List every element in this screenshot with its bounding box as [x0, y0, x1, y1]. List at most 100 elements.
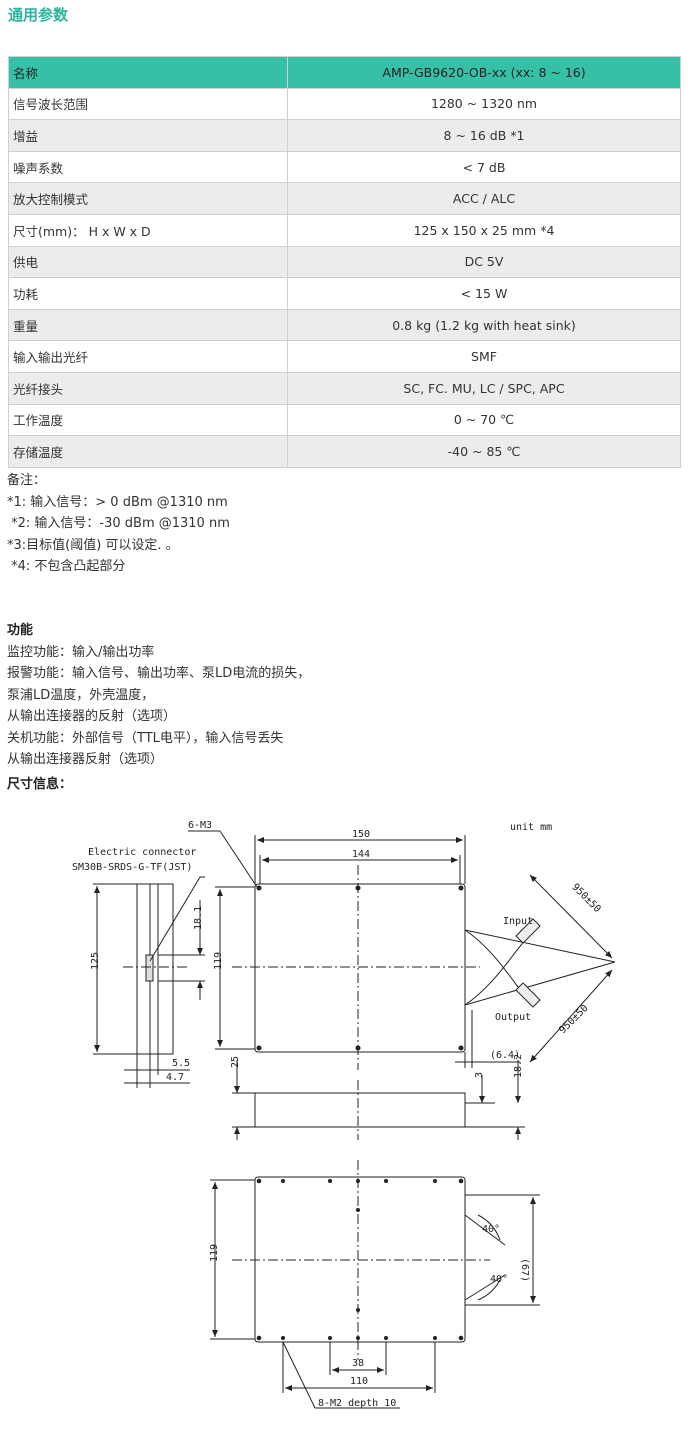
dim-text-fiber-1: 950±50 [569, 882, 602, 915]
dim-text-119-b: 119 [209, 1244, 220, 1262]
spec-label: 存储温度 [8, 435, 288, 468]
fiber-curve [464, 936, 529, 1006]
hole [458, 1335, 464, 1341]
note-line: *1: 输入信号：> 0 dBm @1310 nm [7, 494, 228, 510]
spec-label: 尺寸(mm)： H x W x D [8, 213, 288, 247]
hole [356, 1179, 360, 1183]
dim-line-fiber-1 [529, 874, 613, 959]
dim-text-40b: 40° [490, 1274, 508, 1285]
spec-value: DC 5V [287, 245, 681, 279]
spec-label: 增益 [8, 119, 288, 152]
function-line: 关机功能：外部信号（TTL电平），输入信号丢失 [7, 730, 284, 746]
spec-value: ACC / ALC [287, 182, 681, 215]
spec-value: 0.8 kg (1.2 kg with heat sink) [287, 308, 681, 342]
fiber-output [464, 961, 616, 1006]
hole [256, 1178, 262, 1184]
spec-label: 名称 [8, 56, 288, 89]
dim-text-144: 144 [352, 849, 370, 860]
dim-text-6-4: (6.4) [490, 1050, 520, 1061]
side-view-outline [136, 883, 174, 1055]
notes-block: 备注： *1: 输入信号：> 0 dBm @1310 nm *2: 输入信号：-… [7, 470, 230, 578]
angle-arc [477, 1279, 501, 1301]
dim-text-fiber-2: 950±50 [557, 1003, 590, 1036]
spec-label: 重量 [8, 308, 288, 342]
spec-value: 1280 ~ 1320 nm [287, 87, 681, 121]
hole-leader [219, 830, 258, 888]
hole [433, 1179, 437, 1183]
angle-arc [477, 1214, 501, 1241]
dim-text-40a: 40° [482, 1224, 500, 1235]
spec-label: 光纤接头 [8, 371, 288, 405]
connector-leader [149, 876, 201, 962]
hole-label-top: 6-M3 [188, 820, 212, 831]
spec-value: 0 ~ 70 ℃ [287, 403, 681, 437]
dim-text-5-5: 5.5 [172, 1058, 190, 1069]
connector-label-2: SM30B-SRDS-G-TF(JST) [72, 862, 192, 873]
function-line: 从输出连接器反射（选项） [7, 752, 164, 767]
spec-label: 供电 [8, 245, 288, 279]
function-line: 报警功能：输入信号、输出功率、泵LD电流的损失， [7, 666, 311, 681]
functions-title: 功能 [7, 623, 34, 638]
hole [356, 1336, 360, 1340]
spec-label: 功耗 [8, 277, 288, 310]
dim-text-4-7: 4.7 [166, 1072, 184, 1083]
hole [433, 1336, 437, 1340]
front-view-outline [254, 1092, 466, 1128]
spec-value: AMP-GB9620-OB-xx (xx: 8 ~ 16) [287, 56, 681, 89]
function-line: 监控功能：输入/输出功率 [7, 644, 155, 660]
dimension-drawing: unit mm Electric connector SM30B-SRDS-G-… [72, 820, 616, 1409]
angle-line [464, 1214, 506, 1246]
hole [256, 1045, 262, 1051]
input-label: Input [503, 916, 533, 927]
hole [256, 1335, 262, 1341]
hole [458, 1045, 464, 1051]
hole [328, 1336, 332, 1340]
dim-text-119: 119 [213, 952, 224, 970]
spec-label: 输入输出光纤 [8, 340, 288, 373]
hole [328, 1179, 332, 1183]
note-line: *3:目标值(阈值) 可以设定. 。 [7, 537, 179, 553]
hole [355, 885, 361, 891]
spec-label: 放大控制模式 [8, 182, 288, 215]
spec-row: 功耗< 15 W [8, 277, 681, 310]
mounting-holes [256, 885, 464, 1341]
connector-block [145, 954, 154, 982]
dim-line-fiber-2 [529, 969, 613, 1063]
hole [281, 1179, 285, 1183]
hole [281, 1336, 285, 1340]
functions-block: 功能 监控功能：输入/输出功率 报警功能：输入信号、输出功率、泵LD电流的损失，… [7, 620, 310, 771]
spec-label: 信号波长范围 [8, 87, 288, 121]
dim-text-18-1: 18.1 [193, 906, 204, 930]
spec-label: 噪声系数 [8, 150, 288, 184]
spec-value: < 7 dB [287, 150, 681, 184]
section-title-general-params: 通用参数 [8, 6, 69, 24]
spec-value: -40 ~ 85 ℃ [287, 435, 681, 468]
function-line: 从输出连接器的反射（选项） [7, 709, 177, 724]
dim-text-150: 150 [352, 829, 370, 840]
spec-value: SC, FC. MU, LC / SPC, APC [287, 371, 681, 405]
note-line: *2: 输入信号：-30 dBm @1310 nm [7, 516, 230, 532]
notes-title: 备注： [7, 473, 47, 488]
spec-label: 工作温度 [8, 403, 288, 437]
hole [384, 1179, 388, 1183]
unit-label: unit mm [510, 822, 552, 833]
hole [384, 1336, 388, 1340]
spec-row: 存储温度-40 ~ 85 ℃ [8, 435, 681, 468]
hole [356, 1308, 360, 1312]
top-view-outline [254, 883, 466, 1053]
dim-text-110: 110 [350, 1376, 368, 1387]
dim-text-3: 3 [474, 1072, 485, 1078]
hole [355, 1045, 361, 1051]
connector-label-1: Electric connector [88, 847, 196, 858]
dim-text-25: 25 [230, 1056, 241, 1068]
hole [458, 1178, 464, 1184]
